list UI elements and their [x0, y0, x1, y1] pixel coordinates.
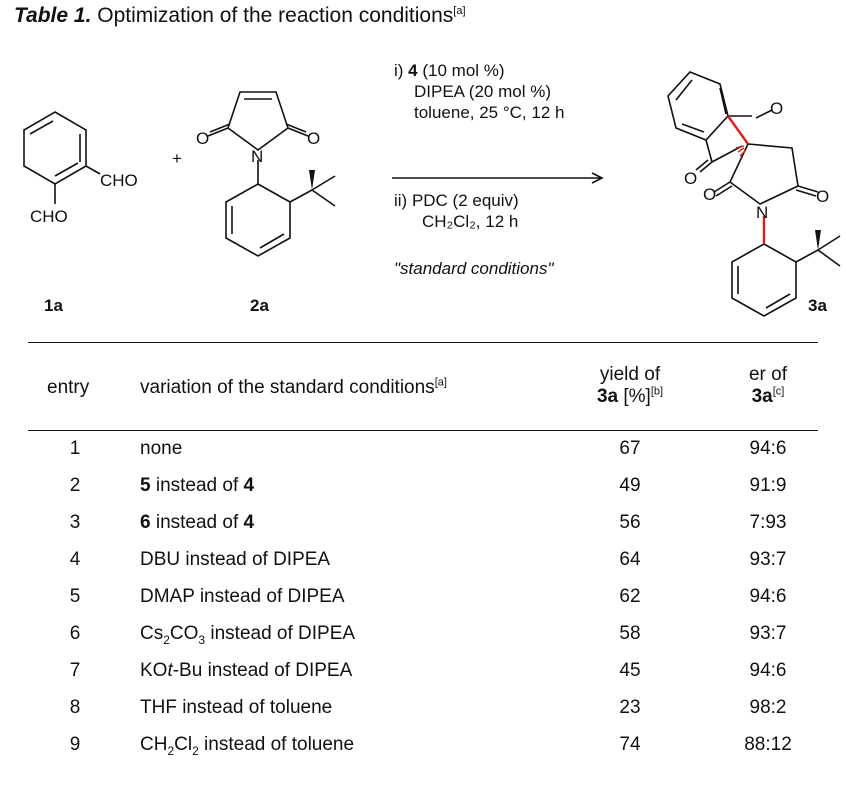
svg-text:O: O	[770, 99, 783, 118]
header-variation: variation of the standard conditions[a]	[140, 376, 447, 398]
maleimide-ring	[227, 91, 289, 151]
header-entry: entry	[47, 377, 90, 398]
table-row: 4 DBU instead of DIPEA 64 93:7	[69, 549, 787, 570]
table-top-rule	[28, 342, 818, 343]
reagent1-benzene-ring	[23, 111, 87, 185]
svg-text:N: N	[251, 147, 263, 166]
reagent1-cho-bottom: CHO	[30, 207, 68, 226]
plus-sign: +	[172, 149, 182, 168]
caption-text: Optimization of the reaction conditions	[91, 4, 454, 27]
compound-label-1a: 1a	[44, 296, 63, 315]
reagent1-cho-top: CHO	[100, 171, 138, 190]
svg-text:O: O	[196, 129, 209, 148]
catalyst-number: 4	[408, 61, 418, 80]
chiral-bond-1	[727, 115, 749, 145]
reaction-arrow-head	[591, 172, 604, 184]
stereo-wedge-3a	[815, 230, 821, 250]
table-row: 7 KOt-Bu instead of DIPEA 45 94:6	[69, 660, 787, 681]
compound-label-2a: 2a	[250, 296, 269, 315]
compound-label-3a: 3a	[808, 296, 827, 315]
table-row: 6 Cs2CO3 instead of DIPEA 58 93:7	[69, 623, 787, 647]
table-row: 9 CH2Cl2 instead of toluene 74 88:12	[69, 734, 792, 758]
table-header-rule	[28, 430, 818, 431]
conditions-step-ii: ii) PDC (2 equiv)CH₂Cl₂, 12 h	[394, 191, 519, 231]
caption-note: [a]	[453, 5, 466, 17]
caption-label: Table 1.	[14, 4, 92, 27]
stereo-wedge-2a	[309, 170, 315, 190]
svg-text:O: O	[307, 129, 320, 148]
product-aryl-ring	[731, 243, 797, 317]
reagent2-aryl-ring	[225, 183, 291, 257]
succinimide-ring	[728, 143, 799, 205]
svg-text:N: N	[756, 203, 768, 222]
table-caption: Table 1. Optimization of the reaction co…	[14, 4, 466, 28]
reaction-scheme: CHO CHO + O O N O O O O N	[23, 71, 841, 317]
standard-conditions-label: "standard conditions"	[394, 259, 554, 278]
table-row: 5 DMAP instead of DIPEA 62 94:6	[69, 586, 787, 607]
svg-text:O: O	[684, 169, 697, 188]
svg-text:O: O	[703, 185, 716, 204]
svg-text:O: O	[816, 187, 829, 206]
table-row: 8 THF instead of toluene 23 98:2	[69, 697, 787, 718]
table-row: 3 6 instead of 4 56 7:93	[69, 512, 787, 533]
table-row: 1 none 67 94:6	[69, 438, 787, 459]
table-row: 2 5 instead of 4 49 91:9	[69, 475, 787, 496]
conditions-step-i: i) 4 (10 mol %)DIPEA (20 mol %)toluene, …	[394, 61, 565, 122]
